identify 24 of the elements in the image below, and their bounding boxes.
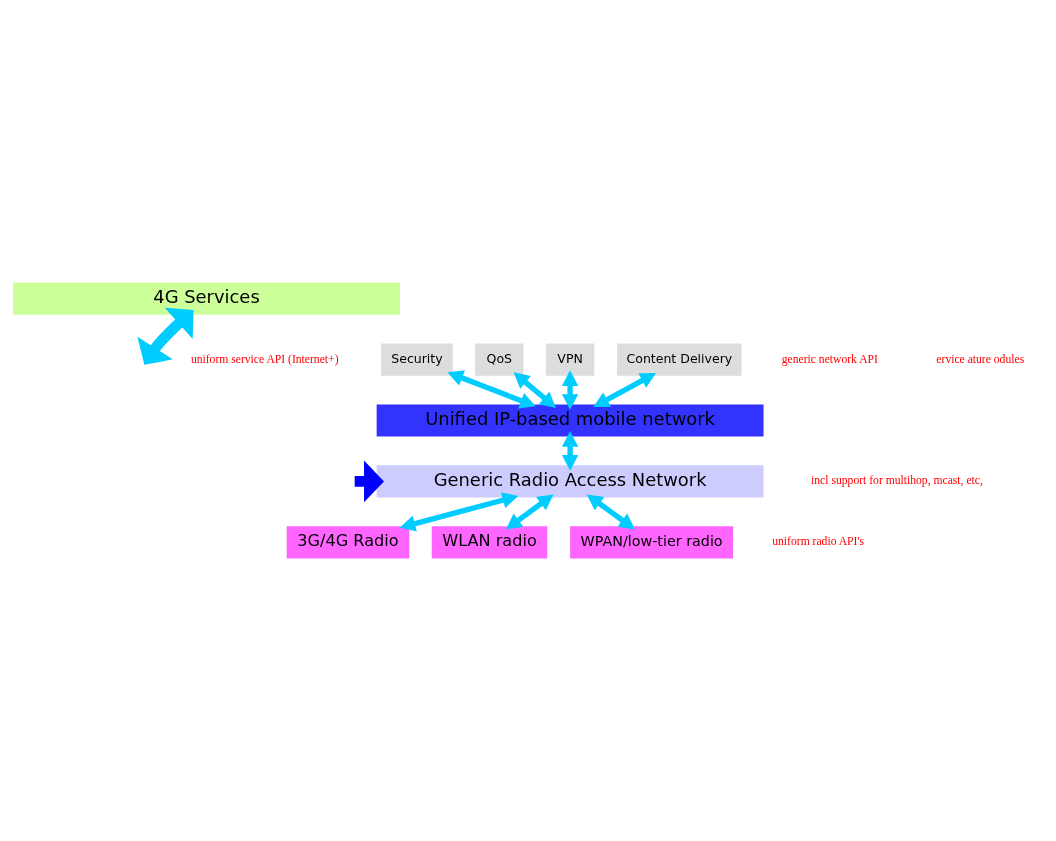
node-box: WPAN/low-tier radio [570, 526, 734, 559]
node-box: 4G Services [13, 282, 400, 315]
arrow [447, 370, 536, 409]
node-box: Generic Radio Access Network [376, 465, 764, 498]
node-box: Content Delivery [617, 343, 742, 376]
node-box: WLAN radio [431, 526, 548, 559]
arrow [586, 494, 635, 530]
arrow [513, 372, 557, 408]
arrow [593, 373, 656, 408]
label: uniform service API (Internet+) [190, 352, 339, 366]
node-box: VPN [545, 343, 595, 376]
node-box: 3G/4G Radio [286, 526, 410, 559]
label: uniform radio API's [772, 535, 865, 549]
arrow [505, 494, 554, 530]
arrow [399, 492, 519, 532]
node-box: Unified IP-based mobile network [376, 404, 764, 437]
label: ervice ature odules [936, 352, 1025, 366]
node-box: Security [381, 343, 453, 376]
node-box: QoS [475, 343, 524, 376]
label: incl support for multihop, mcast, etc, [811, 474, 983, 488]
arrow [561, 370, 579, 410]
label: generic network API [781, 352, 878, 366]
arrow [561, 431, 579, 471]
arrow [137, 307, 194, 365]
